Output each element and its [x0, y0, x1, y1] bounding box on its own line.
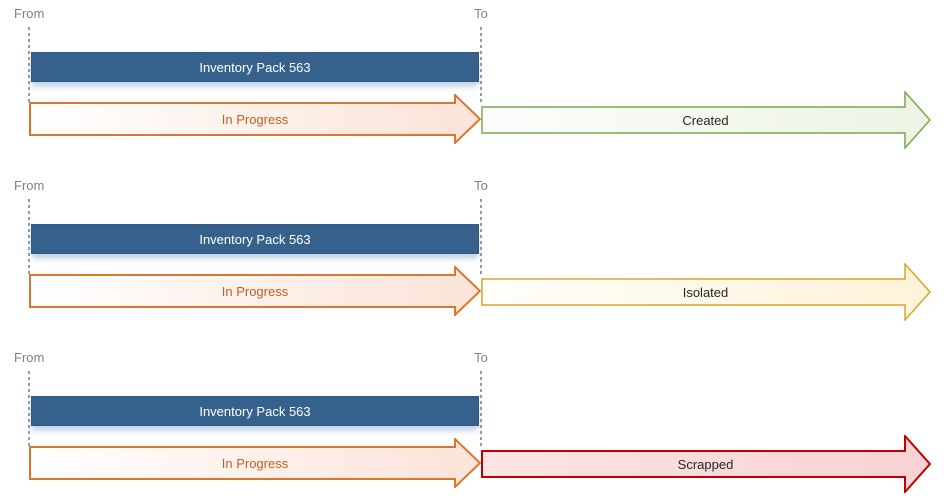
- isolated-arrow-shape: [481, 263, 931, 321]
- scrapped-arrow: [481, 435, 931, 493]
- from-boundary-dashed-line: [28, 27, 30, 105]
- in-progress-arrow: [29, 438, 481, 488]
- transition-section-isolated: From To Inventory Pack 563 In Progress I…: [0, 172, 946, 340]
- from-boundary-dashed-line: [28, 199, 30, 277]
- in-progress-arrow-shape: [29, 438, 481, 488]
- in-progress-arrow: [29, 266, 481, 316]
- from-zone-label: From: [14, 6, 45, 21]
- isolated-arrow: [481, 263, 931, 321]
- inventory-pack-bar: Inventory Pack 563: [31, 224, 479, 254]
- inventory-pack-label: Inventory Pack 563: [199, 403, 311, 419]
- from-boundary-dashed-line: [28, 371, 30, 449]
- to-zone-label: To: [474, 6, 488, 21]
- to-boundary-dashed-line: [480, 27, 482, 105]
- to-boundary-dashed-line: [480, 199, 482, 277]
- inventory-pack-label: Inventory Pack 563: [199, 231, 311, 247]
- created-arrow: [481, 91, 931, 149]
- transition-section-created: From To Inventory Pack 563 In Progress C…: [0, 0, 946, 168]
- to-zone-label: To: [474, 350, 488, 365]
- in-progress-arrow-shape: [29, 94, 481, 144]
- in-progress-arrow-shape: [29, 266, 481, 316]
- from-zone-label: From: [14, 350, 45, 365]
- scrapped-arrow-shape: [481, 435, 931, 493]
- created-arrow-shape: [481, 91, 931, 149]
- transition-section-scrapped: From To Inventory Pack 563 In Progress S…: [0, 344, 946, 504]
- in-progress-arrow: [29, 94, 481, 144]
- to-zone-label: To: [474, 178, 488, 193]
- inventory-pack-bar: Inventory Pack 563: [31, 52, 479, 82]
- inventory-pack-label: Inventory Pack 563: [199, 59, 311, 75]
- to-boundary-dashed-line: [480, 371, 482, 449]
- from-zone-label: From: [14, 178, 45, 193]
- inventory-pack-bar: Inventory Pack 563: [31, 396, 479, 426]
